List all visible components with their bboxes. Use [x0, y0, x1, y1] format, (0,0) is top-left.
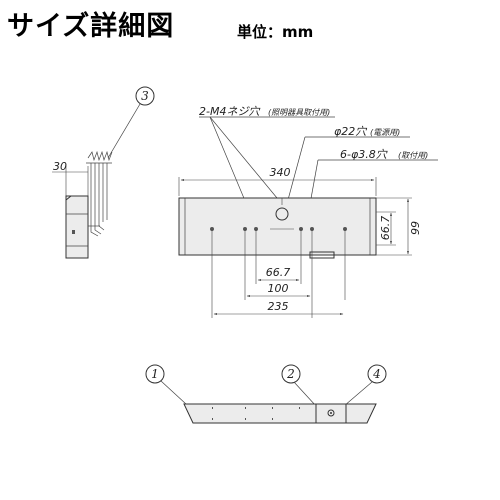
terminal-screw: [327, 409, 335, 417]
bottom-body: [183, 403, 377, 424]
hole-phi22-label: φ22穴: [334, 125, 367, 138]
hole-phi38-note: (取付用): [398, 151, 428, 160]
front-body-base: [309, 251, 335, 259]
terminal-block: [315, 403, 347, 424]
callout-circle-3: [135, 86, 155, 106]
side-mount-slot: [72, 230, 75, 234]
callout-1-label: 1: [151, 367, 159, 381]
side-body: [65, 195, 89, 259]
side-view: 3 30: [52, 86, 155, 259]
height-inner-dim: 66.7: [379, 216, 392, 241]
height-total-dim: 99: [409, 221, 422, 235]
front-view: 2-M4ネジ穴 (照明器具取付用) φ22穴 (電源用) 6-φ3.8穴 (取付…: [178, 105, 438, 318]
callout-circle-1: [145, 364, 165, 384]
callout-circle-2: [281, 364, 301, 384]
power-hole: [275, 207, 289, 221]
side-depth-dim: 30: [53, 160, 67, 173]
width-total-dim: 340: [270, 166, 291, 179]
unit-label: 単位：mm: [237, 23, 314, 41]
callout-4-label: 4: [372, 367, 381, 381]
screw-m4-label: 2-M4ネジ穴: [199, 105, 260, 118]
callout-3-label: 3: [141, 89, 149, 103]
page-title: サイズ詳細図: [7, 11, 175, 42]
hole-phi38-label: 6-φ3.8穴: [340, 148, 388, 161]
spacing-100-dim: 100: [268, 282, 289, 295]
callout-3-leader: [107, 103, 141, 159]
hole-phi22-note: (電源用): [370, 128, 400, 137]
spacing-66-7-dim: 66.7: [266, 266, 291, 279]
front-body: [178, 197, 377, 256]
spacing-235-dim: 235: [268, 300, 289, 313]
callout-2-label: 2: [286, 367, 295, 381]
bottom-hole-marks: [212, 407, 300, 420]
screw-m4-note: (照明器具取付用): [268, 108, 330, 117]
bottom-view: 1 2 4: [145, 364, 387, 424]
header: サイズ詳細図 単位：mm: [0, 0, 500, 50]
lead-wires: [86, 150, 113, 237]
callout-circle-4: [367, 364, 387, 384]
